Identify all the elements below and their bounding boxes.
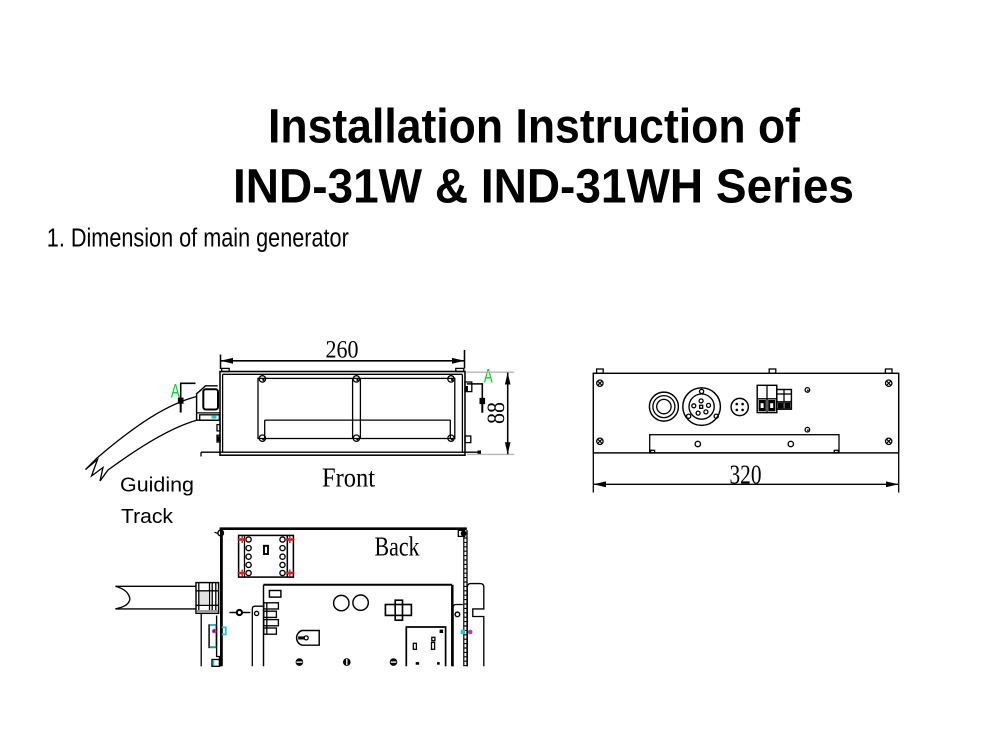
svg-text:Guiding: Guiding xyxy=(120,474,194,497)
svg-text:1. Dimension of main generator: 1. Dimension of main generator xyxy=(47,225,349,253)
svg-text:Track: Track xyxy=(121,505,174,528)
svg-text:A: A xyxy=(484,367,493,388)
svg-text:Back: Back xyxy=(375,532,420,562)
svg-text:88: 88 xyxy=(481,402,510,424)
svg-text:A: A xyxy=(171,381,180,402)
svg-text:Front: Front xyxy=(322,463,375,493)
svg-text:260: 260 xyxy=(326,337,359,364)
svg-text:IND-31W & IND-31WH Series: IND-31W & IND-31WH Series xyxy=(233,160,854,214)
svg-text:Installation Instruction of: Installation Instruction of xyxy=(268,100,801,154)
